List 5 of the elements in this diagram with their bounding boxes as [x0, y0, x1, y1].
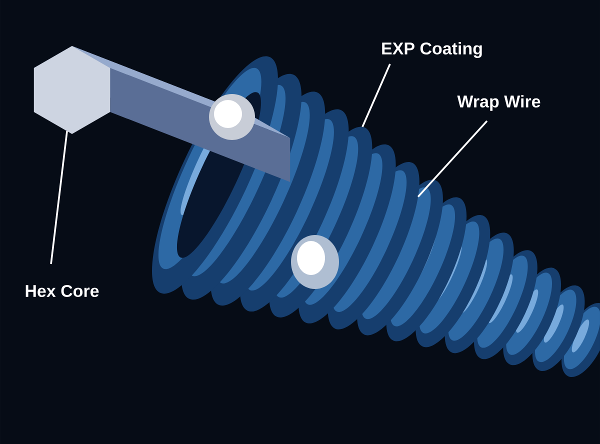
leader-line [362, 64, 391, 128]
part-label: EXP Coating [382, 42, 482, 58]
leader-line [50, 131, 68, 264]
part-label: Hex Core [26, 284, 99, 297]
part-label: Wrap Wire [457, 95, 540, 111]
